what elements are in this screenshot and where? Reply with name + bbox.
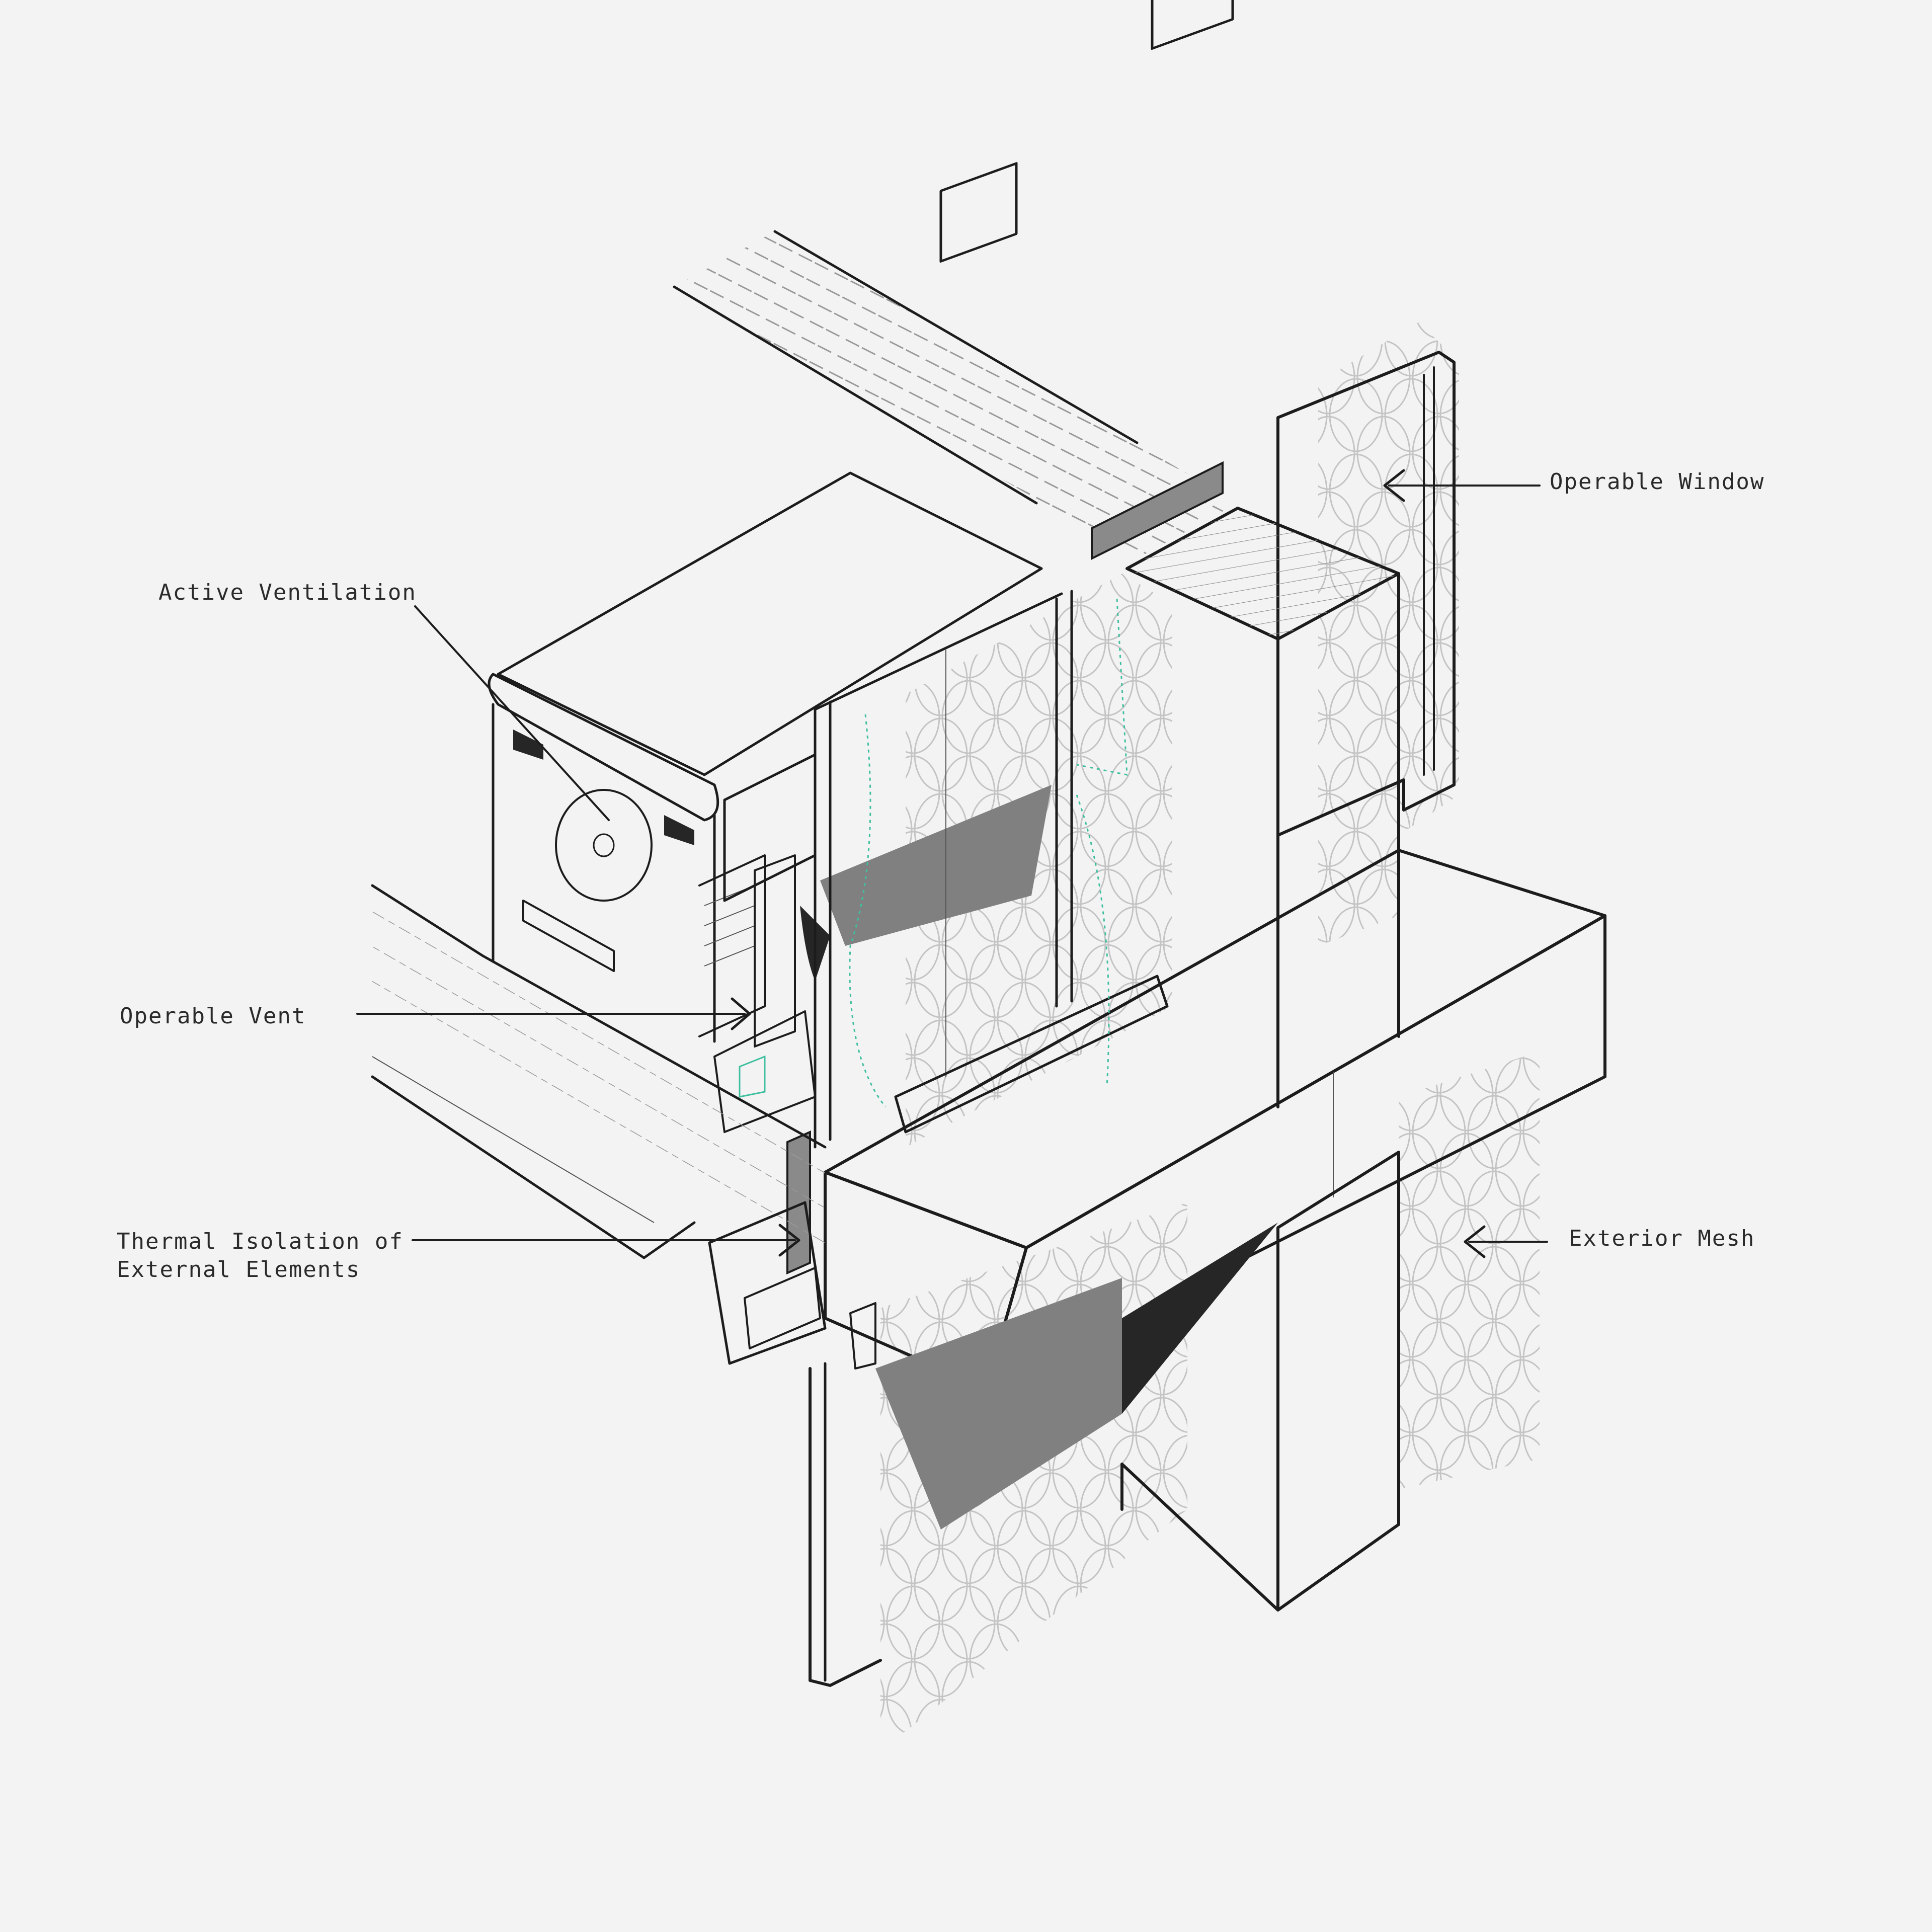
label-operable-window: Operable Window [1550,469,1765,495]
exterior-mesh-middle [906,574,1172,1147]
air-flow-lines [849,598,1128,1107]
concrete-column [1125,507,1400,1108]
label-operable-vent: Operable Vent [120,1003,306,1029]
window-mullions [814,590,1169,1149]
lower-glazing [708,1201,882,1687]
arrow-left-icon [1383,469,1405,502]
label-exterior-mesh: Exterior Mesh [1569,1226,1755,1251]
fan-icon [555,789,653,902]
terrace-slab [371,884,827,1259]
roof-slab [673,230,1238,558]
ventilation-unit [488,471,1043,1043]
arrow-right-icon [731,997,751,1030]
shadows [800,785,1278,1530]
arrow-left-icon [1464,1225,1486,1258]
operable-window-frame [939,0,1456,837]
label-thermal-isolation: Thermal Isolation of External Elements [117,1228,404,1284]
label-thermal-isolation-line1: Thermal Isolation of [117,1229,404,1254]
lower-column [1120,1151,1400,1612]
leader-lines [356,485,1548,1243]
label-active-ventilation: Active Ventilation [158,580,417,605]
arrow-right-icon [778,1224,800,1257]
exterior-mesh-upper [1318,322,1459,946]
label-thermal-isolation-line2: External Elements [117,1257,361,1282]
